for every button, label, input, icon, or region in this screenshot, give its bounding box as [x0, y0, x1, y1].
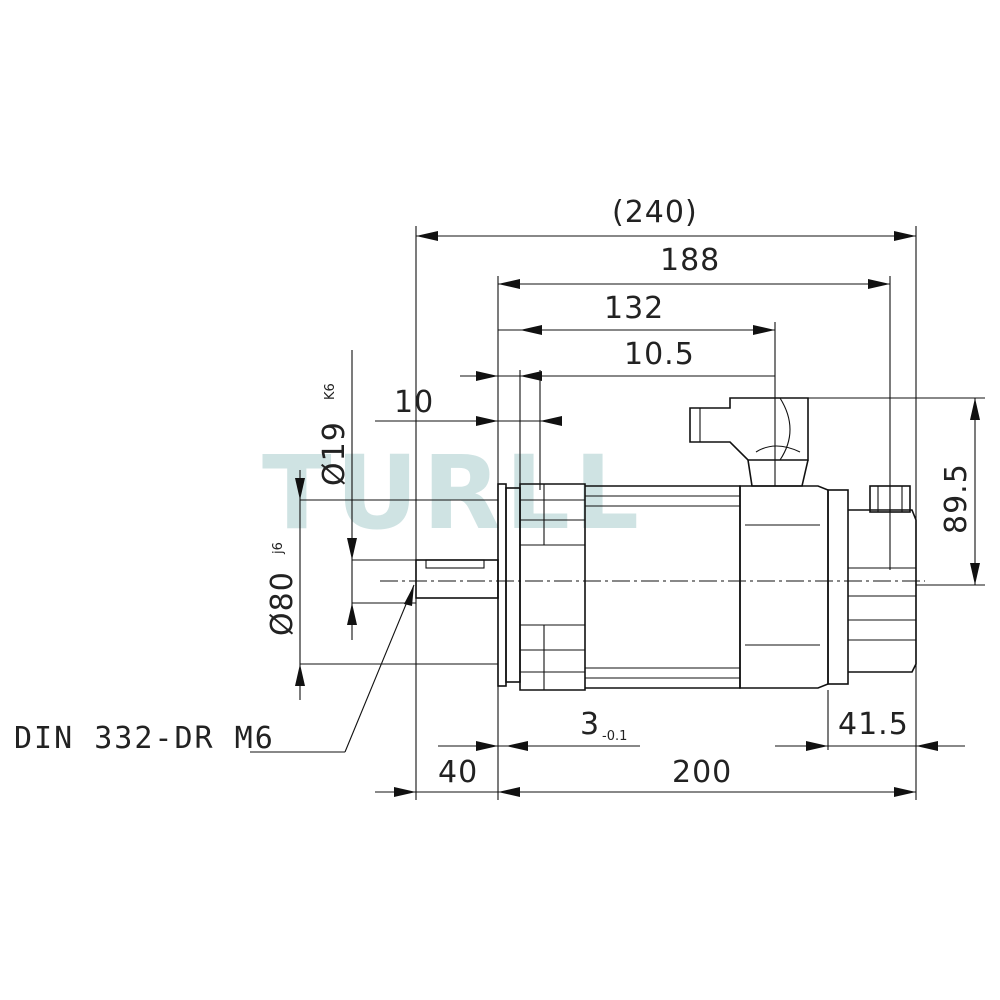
dim-200: 200: [672, 755, 732, 790]
dim-3: 3: [580, 707, 600, 742]
dimension-lines: [250, 226, 985, 800]
rear-housing: [739, 485, 829, 689]
dim-overall-length: (240): [612, 195, 698, 230]
dim-40: 40: [438, 755, 478, 790]
motor-outline: [380, 397, 925, 691]
connector-base: [747, 459, 809, 487]
dim-shaft-diameter: Ø19: [317, 421, 352, 486]
dim-10: 10: [394, 385, 434, 420]
flange-block: [519, 483, 586, 691]
shaft-key: [425, 559, 485, 569]
encoder-cover: [848, 509, 917, 673]
dim-188: 188: [660, 243, 720, 278]
shaft: [415, 559, 499, 599]
din-callout: DIN 332-DR M6: [14, 721, 275, 756]
dim-10-5: 10.5: [624, 337, 695, 372]
watermark-text: TURLL: [262, 434, 643, 553]
dim-41-5: 41.5: [838, 707, 909, 742]
end-cover: [827, 489, 849, 685]
dim-89-5: 89.5: [939, 463, 974, 534]
dim-132: 132: [604, 291, 664, 326]
dim-pilot-diameter: Ø80: [265, 571, 300, 636]
dim-shaft-fit: K6: [323, 383, 338, 400]
dim-3-tolerance: -0.1: [602, 729, 627, 744]
dim-pilot-fit: j6: [271, 542, 286, 555]
